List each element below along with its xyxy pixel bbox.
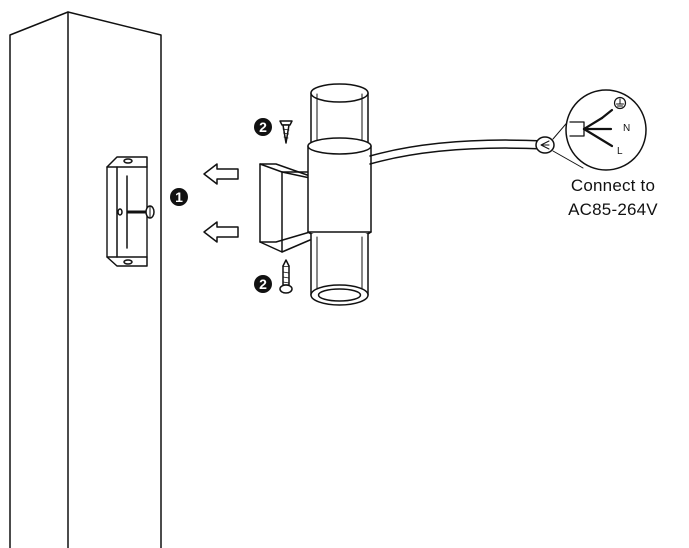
power-cable <box>369 136 555 165</box>
neutral-wire-label: N <box>623 123 631 134</box>
live-wire-label: L <box>617 146 623 157</box>
mounting-bracket <box>106 156 148 267</box>
earth-ground-icon <box>613 96 627 110</box>
arrow-left-icon <box>203 221 239 243</box>
step-1-number: 1 <box>175 189 183 205</box>
step-2-badge <box>254 118 272 136</box>
wall-post <box>9 11 162 548</box>
lamp-lower-cylinder <box>310 233 369 306</box>
step-2-number: 2 <box>259 119 267 135</box>
step-1-badge <box>170 188 188 206</box>
arrow-left-icon <box>203 163 239 185</box>
step-2-number: 2 <box>259 276 267 292</box>
screw-icon <box>279 259 293 294</box>
bracket-screw-icon <box>126 205 155 219</box>
lamp-mounting-base <box>259 163 311 253</box>
screw-icon <box>279 120 293 144</box>
step-2-badge <box>254 275 272 293</box>
lamp-upper-cylinder <box>310 83 369 148</box>
wiring-detail-circle <box>565 89 647 171</box>
caption-line-1: Connect to <box>570 176 656 195</box>
caption-line-2: AC85-264V <box>568 200 658 219</box>
lamp-middle-band <box>307 137 372 239</box>
